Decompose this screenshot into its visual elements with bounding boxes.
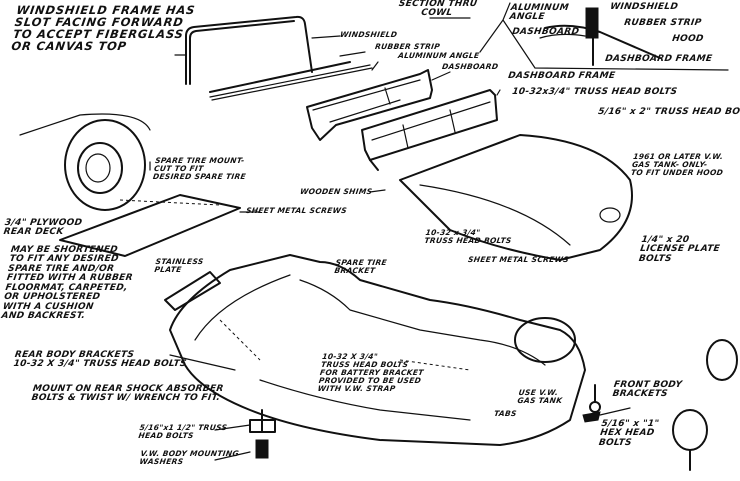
plywood-deck [59,194,241,257]
label-dashboard: DASHBOARD [441,62,500,71]
label-wooden-shims: WOODEN SHIMS [299,187,373,196]
label-shock-note: MOUNT ON REAR SHOCK ABSORBER BOLTS & TWI… [30,384,225,404]
label-section-dashboard: DASHBOARD [511,27,580,37]
label-rubber-strip: RUBBER STRIP [374,42,441,51]
label-section-hood: HOOD [671,34,705,44]
label-sheet-metal-screws-1: SHEET METAL SCREWS [245,206,348,215]
label-section-rubber-strip: RUBBER STRIP [623,18,703,28]
dashboard-frame [361,89,498,171]
body-bracket [249,409,276,459]
label-stainless-plate: STAINLESS PLATE [153,257,205,274]
label-truss-bolts-body: 5/16"x1 1/2" TRUSS HEAD BOLTS [137,423,228,440]
spare-tire [19,113,151,211]
label-spare-tire-mount: SPARE TIRE MOUNT- CUT TO FIT DESIRED SPA… [152,156,247,181]
label-deck-note: MAY BE SHORTENED TO FIT ANY DESIRED SPAR… [0,245,134,322]
label-spare-tire-bracket: SPARE TIRE BRACKET [333,258,388,275]
label-sheet-metal-screws-2: SHEET METAL SCREWS [467,255,570,264]
label-rear-body-brackets: REAR BODY BRACKETS 10-32 X 3/4" TRUSS HE… [12,350,188,370]
label-section-aluminum-angle: ALUMINUM ANGLE [508,3,570,23]
label-battery-note: 10-32 X 3/4" TRUSS HEAD BOLTS FOR BATTER… [317,352,425,393]
label-tabs: TABS [493,409,518,418]
label-truss-bolts-10-32: 10-32x3/4" TRUSS HEAD BOLTS [511,87,678,97]
label-hex-head-bolts: 5/16" x "1" HEX HEAD BOLTS [598,419,660,448]
label-mounting-washers: V.W. BODY MOUNTING WASHERS [138,449,240,466]
front-bracket [582,384,601,423]
label-plywood-deck: 3/4" PLYWOOD REAR DECK [2,218,83,238]
label-license-plate-bolts: 1/4" x 20 LICENSE PLATE BOLTS [638,235,721,264]
label-truss-bolts-hood: 10-32 x 3/4" TRUSS HEAD BOLTS [423,228,513,245]
rubber-strip [209,51,373,101]
dashboard [306,69,433,141]
label-vw-gas-tank: USE V.W. GAS TANK [516,388,563,405]
cowl-section [429,2,729,71]
label-section-dashboard-frame: DASHBOARD FRAME [604,54,713,64]
label-section-thru-cowl: SECTION THRU COWL [398,0,479,19]
label-dashboard-frame: DASHBOARD FRAME [507,71,616,81]
label-aluminum-angle: ALUMINUM ANGLE [397,51,481,60]
windshield-note: WINDSHIELD FRAME HAS SLOT FACING FORWARD… [10,3,197,54]
leader-lines [149,35,631,461]
hood [399,134,633,261]
label-front-body-brackets: FRONT BODY BRACKETS [611,380,683,400]
headlights [672,339,738,471]
stainless-plate [164,271,221,311]
label-section-windshield: WINDSHIELD [609,2,679,12]
windshield-frame [174,15,313,85]
label-truss-bolts-5-16: 5/16" x 2" TRUSS HEAD BOLTS [597,107,740,117]
label-windshield: WINDSHIELD [339,30,398,39]
label-gas-tank-note: 1961 OR LATER V.W. GAS TANK- ONLY- TO FI… [630,152,724,177]
body-tub [169,254,586,446]
